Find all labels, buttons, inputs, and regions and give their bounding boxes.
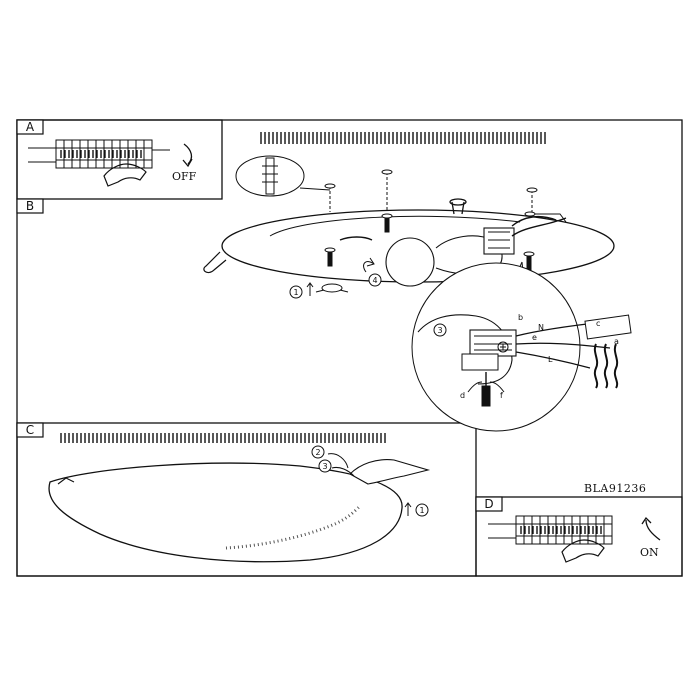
wire-label-d: d: [460, 391, 465, 400]
detail-callout: [411, 261, 632, 432]
wire-label-e: e: [532, 333, 537, 342]
step-1c-number: 1: [419, 506, 424, 515]
step-4-marker: 4: [363, 257, 382, 287]
wire-bundle-icon: [593, 343, 619, 389]
fixing-screws: [324, 169, 538, 212]
wall-plug-icon: [235, 155, 331, 197]
clip-hand-icon: [331, 459, 431, 485]
panel-b-content: 1 4: [203, 132, 632, 432]
step-1-number: 1: [293, 288, 298, 297]
panel-b-tag-text: B: [26, 199, 34, 213]
step-2-number: 2: [315, 448, 320, 457]
plate-screws: [324, 211, 536, 271]
step-1-marker: 1: [289, 282, 349, 299]
step-4-number: 4: [372, 276, 377, 285]
panel-a-content: OFF: [28, 139, 197, 187]
panel-b-tag: B: [16, 198, 44, 214]
hand-icon: [103, 163, 147, 187]
turn-arrows-icon: [467, 381, 505, 393]
step-3c-marker: 3: [318, 459, 332, 473]
panel-d-frame: [475, 496, 683, 577]
panel-d-content: ON: [488, 515, 661, 563]
step-2-marker: 2: [311, 445, 349, 469]
wire-label-b: b: [518, 313, 523, 322]
step-3-marker: 3: [433, 323, 447, 337]
terminal-block-icon: [28, 139, 170, 169]
ceiling-hatch: [258, 132, 546, 144]
wire-label-c: c: [596, 319, 600, 328]
panel-d-tag: D: [475, 496, 503, 512]
on-arrow-icon: [645, 519, 661, 541]
panel-a-tag-text: A: [26, 120, 35, 134]
wire-label-n: N: [538, 323, 544, 332]
model-code: BLA91236: [584, 482, 646, 495]
panel-a-tag: A: [16, 119, 44, 135]
panel-c-content: 2 3 1: [48, 433, 431, 563]
wire-label-l: L: [548, 355, 553, 364]
hand-icon-d: [561, 539, 605, 563]
off-label: OFF: [172, 170, 197, 183]
on-label: ON: [640, 546, 659, 559]
glass-diffuser: [48, 462, 403, 563]
step-1c-marker: 1: [404, 502, 429, 517]
terminal-block-icon-d: [488, 515, 613, 545]
wire-label-a: a: [614, 337, 619, 346]
wire-label-f: f: [500, 391, 503, 400]
step-3-number: 3: [437, 326, 442, 335]
step-3c-number: 3: [322, 462, 327, 471]
wire-labels: b N e L c a d f: [460, 313, 619, 400]
off-arrow-icon: [183, 143, 193, 165]
panel-tags: A B C D: [16, 119, 503, 512]
panel-d-tag-text: D: [484, 497, 493, 511]
panel-c-tag-text: C: [26, 423, 34, 437]
panel-c-tag: C: [16, 422, 44, 438]
ceiling-hatch-c: [60, 433, 388, 443]
